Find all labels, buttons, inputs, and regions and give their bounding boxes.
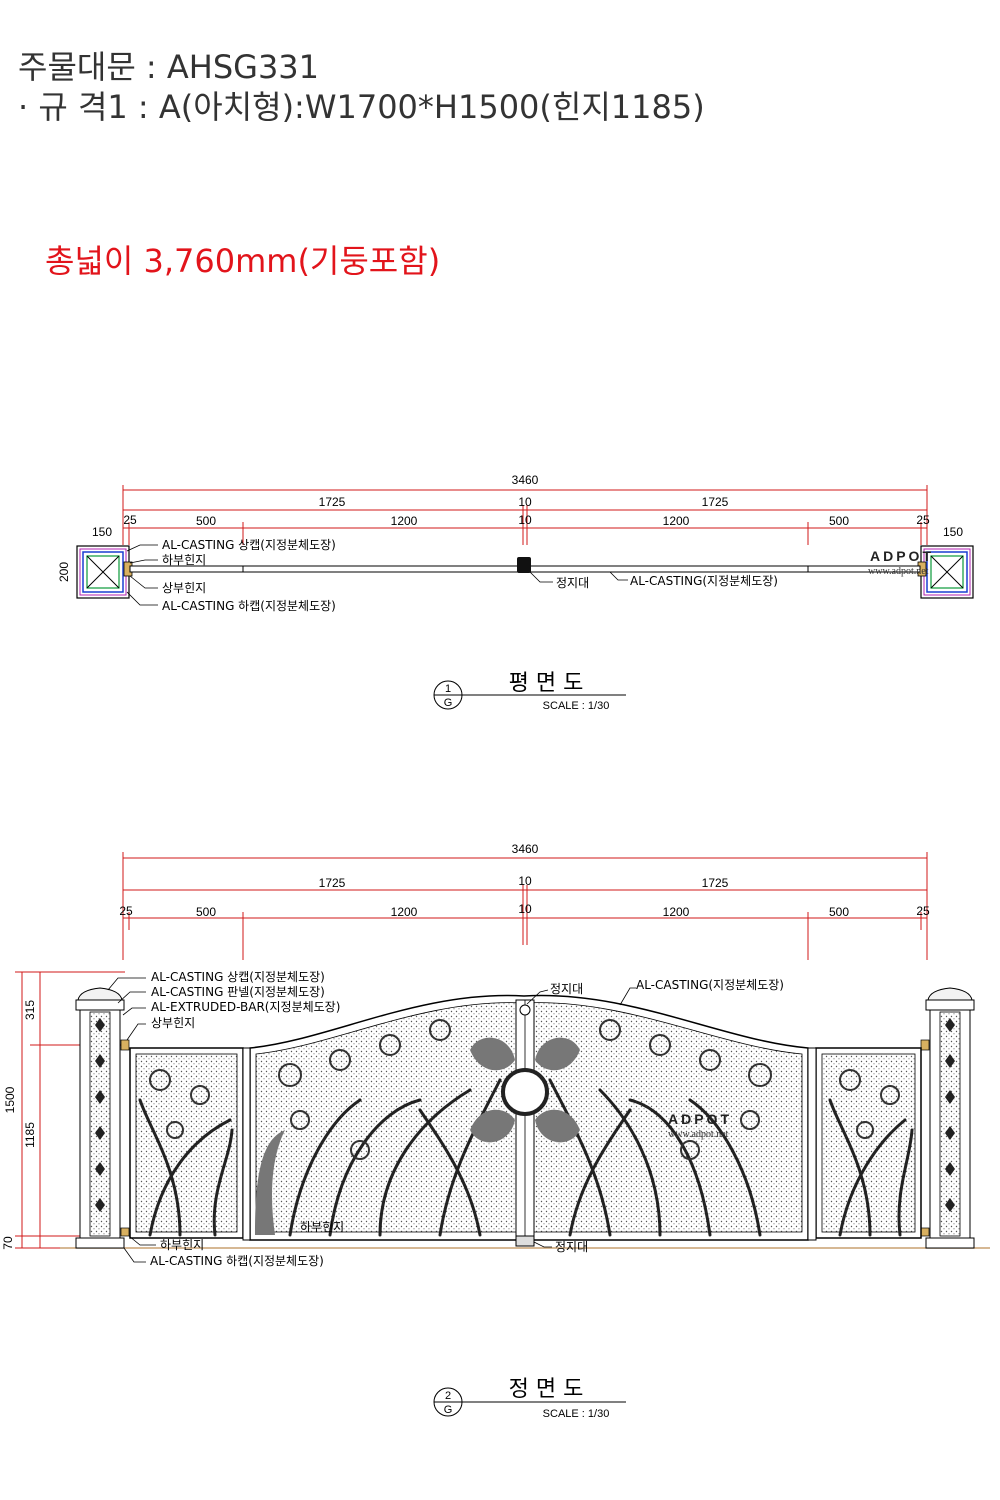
front-scale: SCALE : 1/30 [543, 1408, 610, 1420]
plan-watermark-url: www.adpot.net [868, 566, 929, 577]
front-label-panel: AL-CASTING 판넬(지정분체도장) [151, 985, 325, 999]
gate-body [129, 994, 922, 1247]
plan-title-number: 1 [445, 683, 451, 695]
plan-post-right [917, 545, 974, 599]
front-label-stopper-bottom: 정지대 [555, 1240, 588, 1254]
front-dim-leaf-right: 1200 [663, 905, 690, 919]
plan-dim-side-right: 500 [829, 514, 849, 528]
front-dim-half-right: 1725 [702, 876, 729, 890]
plan-post-left [76, 545, 133, 599]
plan-dimension-lines [122, 485, 928, 545]
front-title-sheet: G [444, 1404, 453, 1416]
front-dim-height-total: 1500 [3, 1086, 17, 1113]
plan-dim-edge-left: 25 [123, 513, 137, 527]
front-label-bar: AL-EXTRUDED-BAR(지정분체도장) [151, 1000, 340, 1014]
front-label-lower-hinge-left: 하부힌지 [160, 1238, 204, 1252]
front-dim-height-top: 315 [23, 1000, 37, 1020]
plan-dim-leaf-left: 1200 [391, 514, 418, 528]
front-leaders [107, 977, 636, 1263]
plan-dim-gap: 10 [518, 495, 532, 509]
plan-dim-half-right: 1725 [702, 495, 729, 509]
front-label-stopper-top: 정지대 [550, 982, 583, 996]
plan-label-top-cap: AL-CASTING 상캡(지정분체도장) [162, 538, 336, 552]
plan-dim-half-left: 1725 [319, 495, 346, 509]
front-label-casting: AL-CASTING(지정분체도장) [636, 978, 784, 992]
front-dimension-lines [15, 852, 928, 1249]
plan-view: 3460 1725 10 1725 25 500 1200 10 1200 50… [57, 473, 974, 712]
total-width-note: 총넓이 3,760mm(기둥포함) [45, 242, 441, 280]
front-dim-leaf-left: 1200 [391, 905, 418, 919]
plan-dim-gap-2: 10 [518, 513, 532, 527]
front-post-right [920, 987, 975, 1249]
front-view: 3460 1725 10 1725 25 500 1200 10 1200 50… [1, 842, 990, 1420]
front-dim-edge-left: 25 [119, 904, 133, 918]
plan-title: 평 면 도 [509, 671, 584, 696]
front-watermark-url: www.adpot.net [668, 1129, 729, 1140]
plan-label-casting: AL-CASTING(지정분체도장) [630, 574, 778, 588]
product-title: 주물대문 : AHSG331 [18, 48, 320, 86]
front-dim-half-left: 1725 [319, 876, 346, 890]
front-dim-gap-2: 10 [518, 902, 532, 916]
front-title-block [433, 1387, 626, 1417]
plan-leaders [126, 544, 628, 606]
plan-label-bottom-cap: AL-CASTING 하캡(지정분체도장) [162, 599, 336, 613]
plan-dim-post-right: 150 [943, 525, 963, 539]
product-spec: · 규 격1 : A(아치형):W1700*H1500(힌지1185) [18, 88, 705, 126]
front-watermark-brand: ADPOT [668, 1111, 732, 1127]
plan-dim-edge-right: 25 [916, 513, 930, 527]
front-label-bottom-cap: AL-CASTING 하캡(지정분체도장) [150, 1254, 324, 1268]
plan-label-stopper: 정지대 [556, 576, 589, 590]
plan-dim-post-depth: 200 [57, 562, 71, 582]
plan-watermark-brand: ADPOT [870, 548, 934, 564]
front-dim-total: 3460 [512, 842, 539, 856]
front-dim-gap: 10 [518, 874, 532, 888]
front-dim-height-hinge: 1185 [23, 1122, 37, 1148]
plan-scale: SCALE : 1/30 [543, 700, 610, 712]
plan-dim-total: 3460 [512, 473, 539, 487]
plan-dim-leaf-right: 1200 [663, 514, 690, 528]
plan-gate-leaves [129, 557, 921, 573]
plan-dim-side-left: 500 [196, 514, 216, 528]
front-dim-side-right: 500 [829, 905, 849, 919]
plan-dim-post-left: 150 [92, 525, 112, 539]
front-title-number: 2 [445, 1390, 451, 1402]
front-dim-height-base: 70 [1, 1236, 15, 1250]
plan-label-lower-hinge: 하부힌지 [162, 553, 206, 567]
front-dim-side-left: 500 [196, 905, 216, 919]
front-label-top-cap: AL-CASTING 상캡(지정분체도장) [151, 970, 325, 984]
plan-title-sheet: G [444, 697, 453, 709]
front-dim-edge-right: 25 [916, 904, 930, 918]
plan-label-upper-hinge: 상부힌지 [162, 581, 206, 595]
front-label-lower-hinge-mid: 하부힌지 [300, 1220, 344, 1234]
plan-title-block [433, 680, 626, 710]
front-label-upper-hinge: 상부힌지 [151, 1016, 195, 1030]
front-title: 정 면 도 [509, 1377, 584, 1402]
front-post-left [75, 987, 130, 1249]
